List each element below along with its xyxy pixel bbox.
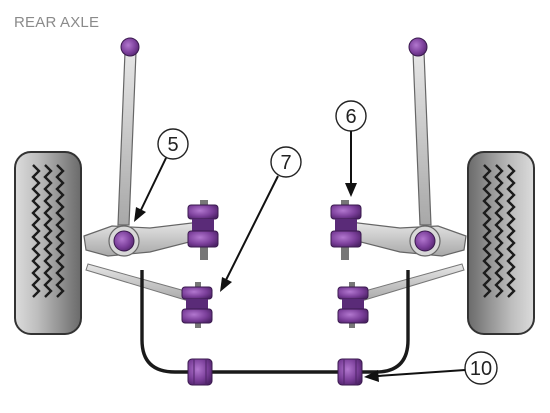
diagram-title: REAR AXLE bbox=[14, 14, 100, 31]
callout-6-label: 6 bbox=[345, 106, 356, 128]
callout-10-label: 10 bbox=[470, 358, 492, 380]
right-tyre bbox=[467, 151, 535, 335]
left-lower-arm bbox=[83, 221, 206, 257]
right-roll-bar-bush bbox=[337, 358, 363, 386]
left-tyre bbox=[14, 151, 82, 335]
callout-5: 5 bbox=[134, 128, 189, 222]
right-strut bbox=[408, 37, 432, 226]
left-arm-pivot-bush bbox=[187, 200, 219, 260]
right-link-bush bbox=[337, 282, 369, 328]
anti-roll-bar bbox=[140, 270, 410, 374]
callout-10: 10 bbox=[364, 351, 498, 385]
callout-5-label: 5 bbox=[167, 134, 178, 156]
callout-6: 6 bbox=[335, 100, 367, 197]
left-link-bush bbox=[181, 282, 213, 328]
left-strut bbox=[117, 37, 140, 226]
right-arm-pivot-bush bbox=[330, 200, 362, 260]
right-lower-arm bbox=[344, 221, 467, 257]
left-roll-bar-bush bbox=[187, 358, 213, 386]
callout-7: 7 bbox=[220, 146, 302, 292]
callout-7-label: 7 bbox=[280, 152, 291, 174]
